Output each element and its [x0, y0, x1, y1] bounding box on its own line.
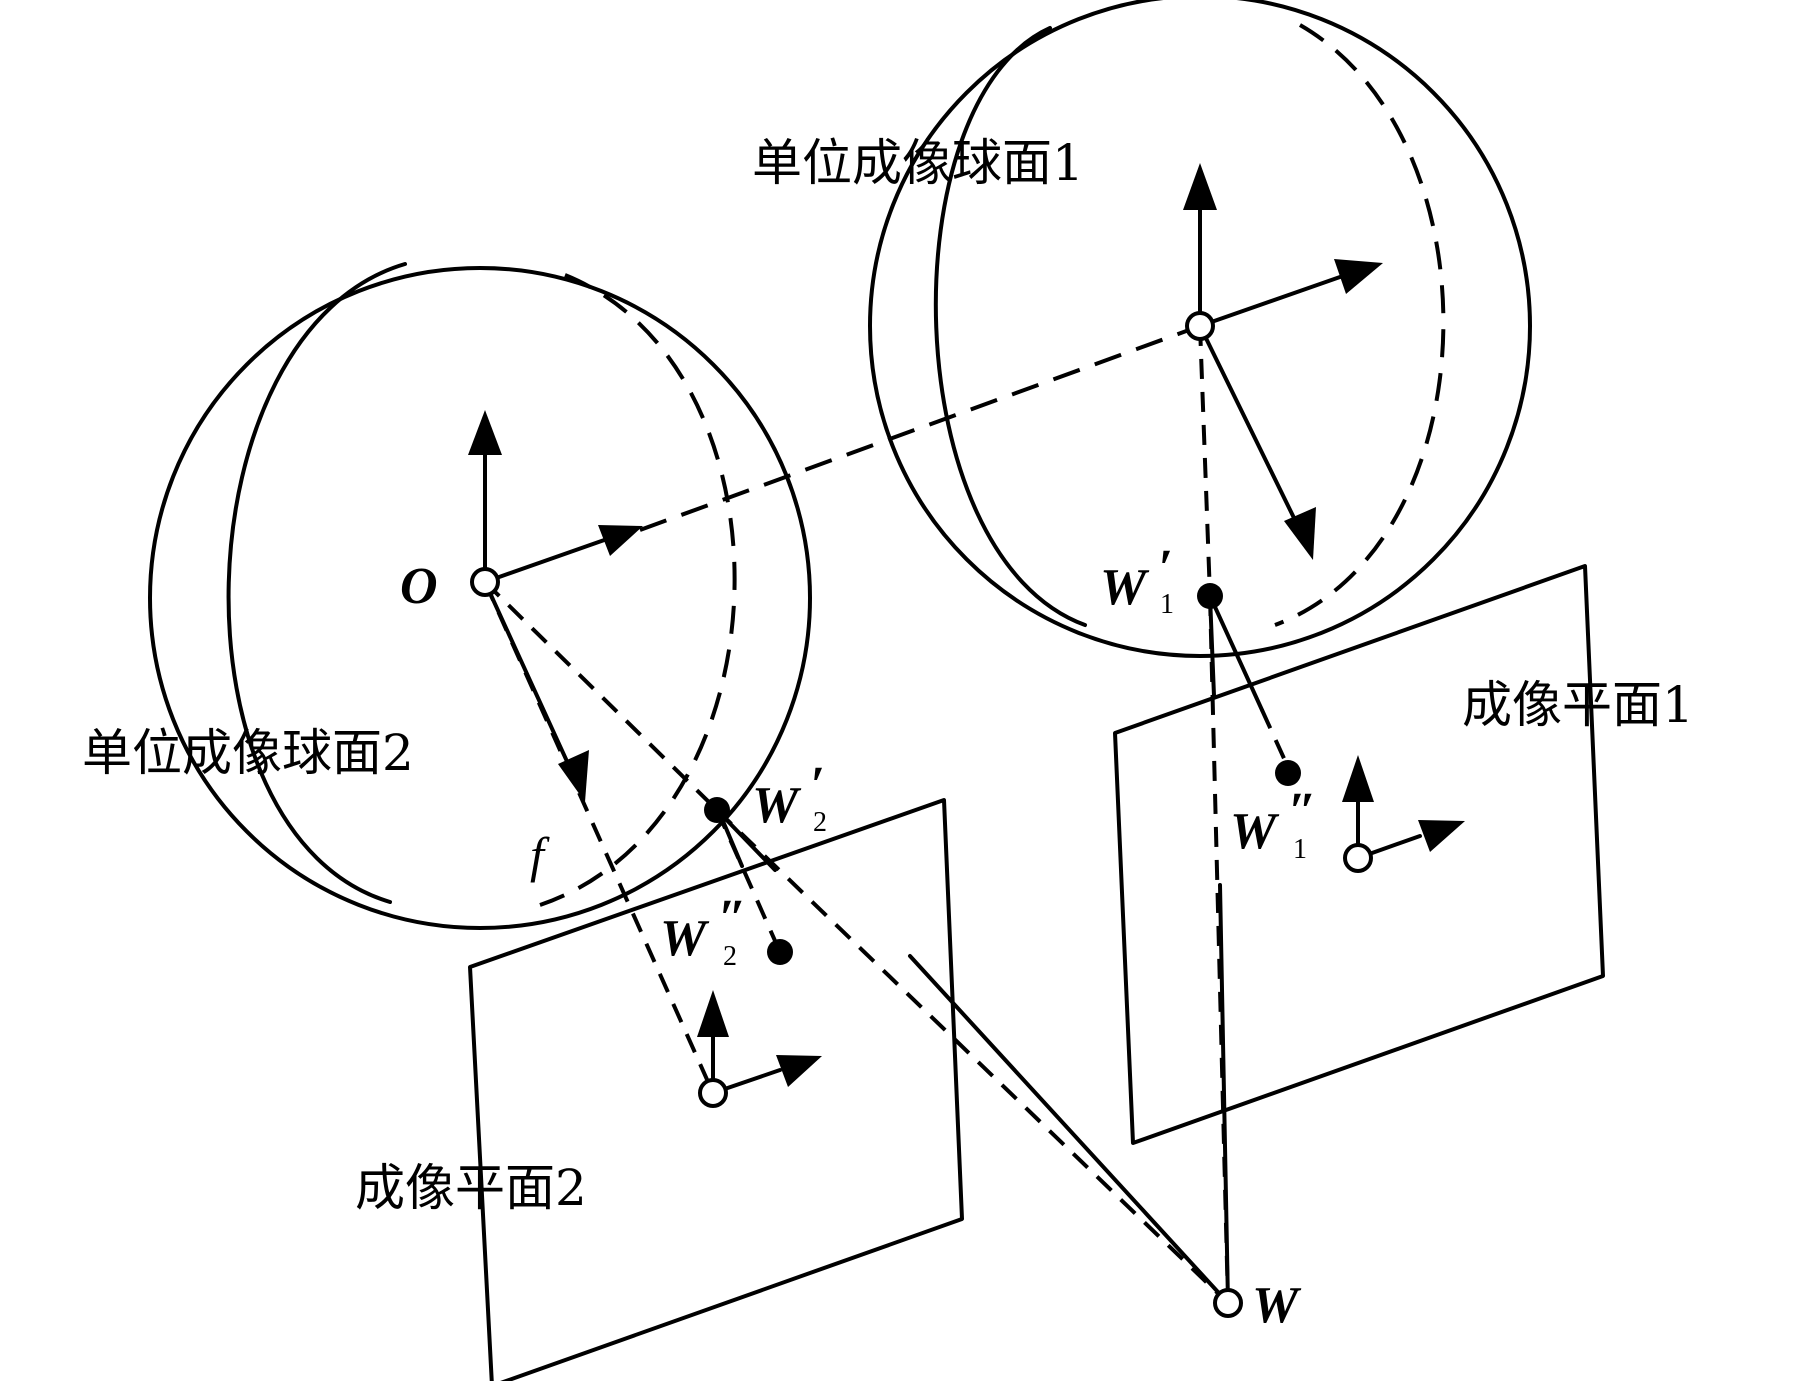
- plane-1-frame: [1342, 755, 1465, 860]
- sphere-1-centre-frame: [1183, 163, 1383, 560]
- origin-right-arrowhead: [598, 525, 643, 556]
- sphere-2-back-meridian: [539, 273, 737, 907]
- w1-dprime-subscript: 1: [1293, 834, 1307, 865]
- label-w2-dprime: W ″ 2: [660, 890, 747, 972]
- origin-right-axis: [483, 536, 612, 584]
- ray-to-w-solid: [908, 954, 1230, 1305]
- w1-prime-letter: W: [1100, 559, 1150, 616]
- point-w1-prime: [1197, 583, 1223, 609]
- origin-up-arrowhead: [468, 410, 502, 455]
- label-sphere-2: 单位成像球面2: [82, 724, 414, 782]
- ray-w1prime-to-w: [1208, 595, 1230, 1304]
- label-sphere-1: 单位成像球面1: [752, 134, 1084, 192]
- point-w1-dprime: [1275, 760, 1301, 786]
- c1-down-arrowhead: [1284, 507, 1316, 560]
- w1-dprime-mark: ″: [1288, 783, 1317, 840]
- w2-dprime-mark: ″: [718, 890, 747, 947]
- unit-sphere-2: [148, 262, 812, 930]
- ray-w1prime-to-plane1-solid: [1208, 594, 1216, 698]
- ray-w2prime-to-w2dprime-solid: [718, 812, 744, 868]
- w2-dprime-subscript: 2: [723, 941, 737, 972]
- w2-prime-subscript: 2: [813, 807, 827, 838]
- c1-down-axis: [1198, 324, 1297, 522]
- world-point-w: [1213, 1288, 1243, 1318]
- ray-w2prime-to-w: [715, 808, 1230, 1305]
- imaging-plane-1: [1113, 564, 1605, 1145]
- p2-right-arrowhead: [776, 1055, 822, 1087]
- ray-o-to-plane2-centre: [483, 581, 715, 1094]
- p1-up-arrowhead: [1342, 755, 1374, 802]
- label-w2-prime: W ′ 2: [752, 757, 827, 838]
- plane-2-centre-point: [698, 1078, 728, 1108]
- sphere-1-back-meridian: [1274, 23, 1446, 627]
- w2-prime-mark: ′: [810, 757, 825, 814]
- sphere-1-front-meridian: [933, 26, 1087, 627]
- label-plane-2: 成像平面2: [355, 1159, 587, 1217]
- plane-1-centre-point: [1343, 843, 1373, 873]
- ray-o-to-w2prime: [483, 580, 719, 812]
- sphere-1-outline: [868, 0, 1532, 658]
- label-w1-prime: W ′ 1: [1100, 540, 1174, 620]
- origin-point: [470, 567, 500, 597]
- label-world-point: W: [1252, 1277, 1302, 1334]
- w2-prime-letter: W: [752, 777, 802, 834]
- sphere-1-centre-point: [1185, 311, 1215, 341]
- ray-w1prime-to-w1dprime-dashed: [1260, 709, 1294, 777]
- ray-w2prime-solid: [715, 808, 777, 872]
- p2-up-arrowhead: [697, 990, 729, 1037]
- c1-up-arrowhead: [1183, 163, 1217, 210]
- label-w1-dprime: W ″ 1: [1230, 783, 1317, 865]
- point-w2-dprime: [767, 939, 793, 965]
- w1-prime-mark: ′: [1158, 540, 1173, 597]
- label-focal-length: f: [530, 827, 550, 883]
- c1-right-axis: [1198, 275, 1342, 328]
- ray-plane1-to-w-solid: [1218, 883, 1230, 1305]
- plane-2-frame: [697, 990, 822, 1095]
- baseline-dashed: [639, 324, 1201, 532]
- ray-c1-to-w1prime: [1198, 325, 1212, 597]
- label-plane-1: 成像平面1: [1462, 676, 1694, 734]
- unit-sphere-1: [868, 0, 1532, 658]
- ray-w2prime-to-w2dprime: [715, 809, 782, 953]
- w2-dprime-letter: W: [660, 910, 710, 967]
- c1-right-arrowhead: [1334, 259, 1383, 294]
- w1-dprime-letter: W: [1230, 803, 1280, 860]
- sphere-2-outline: [148, 266, 812, 930]
- imaging-plane-2: [468, 798, 964, 1381]
- p1-right-arrowhead: [1418, 820, 1465, 852]
- label-origin: O: [400, 558, 438, 615]
- sphere-2-front-meridian: [226, 262, 407, 904]
- ray-w1prime-to-w1dprime-solid: [1208, 594, 1264, 712]
- point-w2-prime: [704, 797, 730, 823]
- w1-prime-subscript: 1: [1160, 589, 1174, 620]
